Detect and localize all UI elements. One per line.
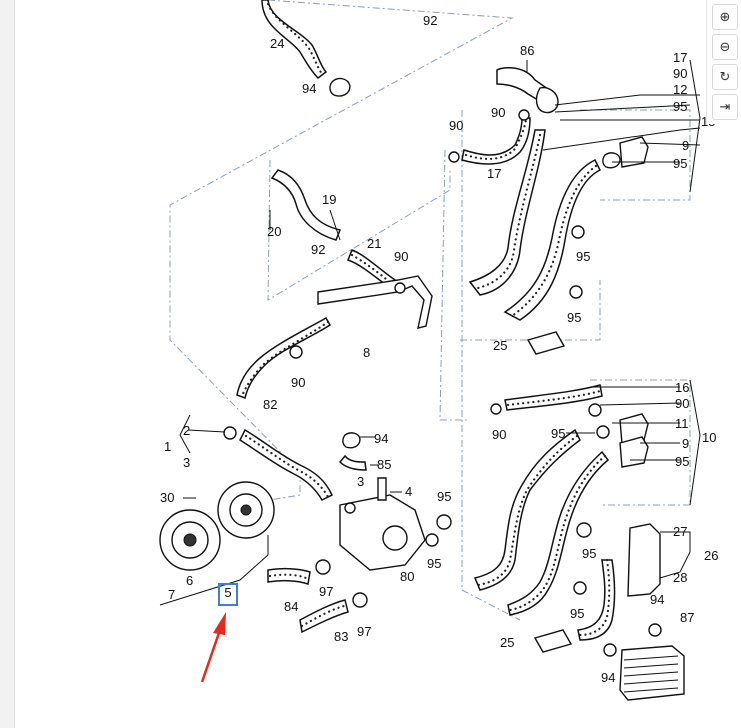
callout-21: 21 — [367, 236, 381, 251]
callout-30: 30 — [160, 490, 174, 505]
callout-3: 3 — [357, 474, 364, 489]
callout-97: 97 — [319, 584, 333, 599]
upper-hoses — [236, 0, 649, 400]
callout-19: 19 — [322, 192, 336, 207]
callout-10: 10 — [702, 430, 716, 445]
callout-97: 97 — [357, 624, 371, 639]
zoom-out-button[interactable]: ⊖ — [712, 34, 738, 60]
callout-95: 95 — [673, 156, 687, 171]
callout-6: 6 — [186, 573, 193, 588]
callout-95: 95 — [427, 556, 441, 571]
left-gutter — [0, 0, 15, 728]
callout-95: 95 — [673, 99, 687, 114]
water-pump-assembly — [159, 428, 426, 634]
callout-95: 95 — [582, 546, 596, 561]
group-outline-lines — [169, 0, 691, 621]
callout-82: 82 — [263, 397, 277, 412]
zoom-out-icon: ⊖ — [719, 39, 731, 55]
hose-clamps — [223, 109, 662, 657]
callout-20: 20 — [267, 224, 281, 239]
callout-83: 83 — [334, 629, 348, 644]
callout-90: 90 — [449, 118, 463, 133]
callout-95: 95 — [567, 310, 581, 325]
callout-90: 90 — [675, 396, 689, 411]
callout-11: 11 — [675, 416, 689, 431]
callout-95: 95 — [675, 454, 689, 469]
zoom-in-icon: ⊕ — [719, 9, 731, 25]
callout-90: 90 — [673, 66, 687, 81]
callout-labels: 92 24 94 86 17 90 12 95 15 90 90 17 9 95… — [160, 13, 718, 685]
callout-2: 2 — [183, 423, 190, 438]
callout-85: 85 — [377, 457, 391, 472]
callout-9: 9 — [682, 436, 689, 451]
callout-90: 90 — [491, 105, 505, 120]
callout-94: 94 — [650, 592, 664, 607]
callout-94: 94 — [601, 670, 615, 685]
callout-84: 84 — [284, 599, 298, 614]
callout-24: 24 — [270, 36, 284, 51]
callout-17: 17 — [673, 50, 687, 65]
callout-95: 95 — [437, 489, 451, 504]
callout-3: 3 — [183, 455, 190, 470]
callout-95: 95 — [551, 426, 565, 441]
fit-to-width-button[interactable]: ⇥ — [712, 94, 738, 120]
callout-27: 27 — [673, 524, 687, 539]
rotate-icon: ↻ — [719, 69, 731, 85]
callout-95: 95 — [576, 249, 590, 264]
callout-16: 16 — [675, 380, 689, 395]
callout-90: 90 — [394, 249, 408, 264]
callout-94: 94 — [374, 431, 388, 446]
callout-26: 26 — [704, 548, 718, 563]
callout-25: 25 — [500, 635, 514, 650]
highlighted-part-label: 5 — [224, 585, 232, 600]
rotate-button[interactable]: ↻ — [712, 64, 738, 90]
leader-lines — [159, 59, 701, 606]
callout-25: 25 — [493, 338, 507, 353]
callout-90: 90 — [492, 427, 506, 442]
highlighted-part-box — [218, 583, 238, 606]
callout-8: 8 — [363, 345, 370, 360]
lower-right-hoses — [473, 384, 685, 701]
callout-12: 12 — [673, 82, 687, 97]
fit-to-width-icon: ⇥ — [719, 99, 731, 115]
callout-90: 90 — [291, 375, 305, 390]
zoom-in-button[interactable]: ⊕ — [712, 4, 738, 30]
callout-92: 92 — [311, 242, 325, 257]
callout-9: 9 — [682, 138, 689, 153]
callout-17: 17 — [487, 166, 501, 181]
callout-1: 1 — [164, 439, 171, 454]
callout-87: 87 — [680, 610, 694, 625]
red-annotation-arrow — [200, 612, 226, 683]
callout-86: 86 — [520, 43, 534, 58]
callout-80: 80 — [400, 569, 414, 584]
callout-95: 95 — [570, 606, 584, 621]
callout-28: 28 — [673, 570, 687, 585]
bracket-blocks — [526, 331, 573, 653]
callout-4: 4 — [405, 484, 412, 499]
callout-92: 92 — [423, 13, 437, 28]
callout-7: 7 — [168, 587, 175, 602]
viewer-toolbar: ⊕ ⊖ ↻ ⇥ — [706, 0, 741, 124]
callout-94: 94 — [302, 81, 316, 96]
